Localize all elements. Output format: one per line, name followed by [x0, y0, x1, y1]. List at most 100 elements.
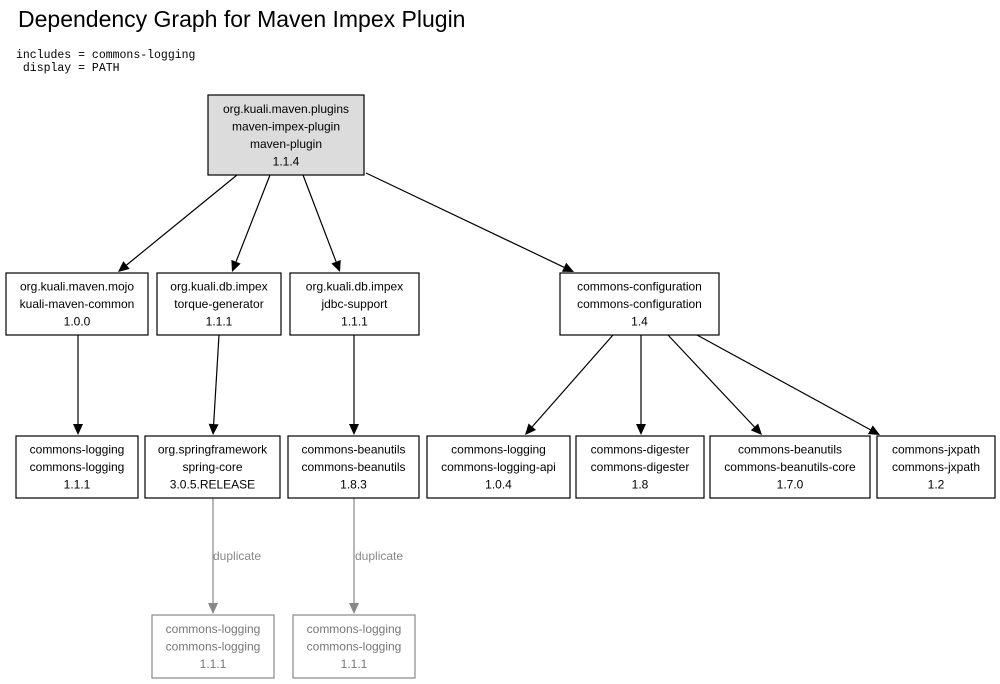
node-label-line: org.kuali.db.impex	[170, 280, 267, 294]
node-label-line: commons-beanutils	[301, 443, 405, 457]
node-cla: commons-logging commons-logging-api 1.0.4	[426, 435, 571, 499]
arrowhead	[331, 259, 341, 272]
node-cb: commons-beanutils commons-beanutils 1.8.3	[287, 435, 420, 499]
node-label-line: org.springframework	[158, 443, 268, 457]
node-box	[709, 435, 871, 499]
node-label-line: maven-plugin	[250, 137, 322, 151]
edge-cc-to-cla	[525, 334, 614, 435]
node-label-line: commons-jxpath	[892, 443, 980, 457]
arrowhead	[525, 423, 537, 435]
edge-line	[235, 174, 271, 262]
node-kmc: org.kuali.maven.mojo kuali-maven-common 1.…	[5, 272, 149, 336]
node-box	[15, 435, 139, 499]
node-label-line: org.kuali.maven.plugins	[223, 102, 349, 116]
edge-label: duplicate	[213, 549, 261, 563]
edge-root-to-cc	[365, 172, 574, 272]
node-label-line: 1.1.1	[200, 657, 227, 671]
node-label-line: commons-jxpath	[892, 460, 980, 474]
node-label-line: org.kuali.db.impex	[306, 280, 403, 294]
node-box	[144, 435, 281, 499]
page-title: Dependency Graph for Maven Impex Plugin	[18, 6, 466, 32]
node-box	[207, 94, 365, 176]
node-box	[287, 435, 420, 499]
node-dup2: commons-logging commons-logging 1.1.1	[292, 614, 416, 679]
node-label-line: commons-beanutils	[738, 443, 842, 457]
edge-cc-to-cj	[696, 334, 880, 435]
edge-label: duplicate	[355, 549, 403, 563]
node-label-line: commons-beanutils-core	[724, 460, 856, 474]
node-label-line: org.kuali.maven.mojo	[20, 280, 134, 294]
node-label-line: kuali-maven-common	[20, 297, 135, 311]
node-box	[575, 435, 705, 499]
node-box	[559, 272, 720, 336]
edge-line	[302, 174, 337, 262]
arrowhead	[636, 424, 646, 435]
node-label-line: 1.2	[928, 478, 945, 492]
edge-root-to-jdbc	[302, 174, 341, 272]
node-label-line: commons-logging-api	[441, 460, 556, 474]
arrowhead	[231, 259, 241, 272]
node-root: org.kuali.maven.pluginsmaven-impex-plugi…	[207, 94, 365, 176]
arrowhead	[349, 603, 359, 614]
node-box	[426, 435, 571, 499]
arrowhead	[750, 423, 762, 435]
node-label-line: 1.8	[632, 478, 649, 492]
edge-cc-to-cbc	[667, 334, 762, 435]
node-spring: org.springframework spring-core 3.0.5.RELE…	[144, 435, 281, 499]
node-tg: org.kuali.db.impex torque-generator 1.1.1	[156, 272, 282, 336]
node-label-line: spring-core	[182, 460, 242, 474]
node-label-line: commons-logging	[166, 622, 261, 636]
param-display: display = PATH	[16, 62, 120, 75]
node-label-line: commons-logging	[30, 443, 125, 457]
arrowhead	[867, 425, 880, 435]
node-label-line: 1.0.0	[64, 315, 91, 329]
node-cj: commons-jxpath commons-jxpath 1.2	[876, 435, 996, 499]
node-label-line: 1.1.4	[273, 154, 300, 168]
edge-line	[365, 172, 565, 268]
node-label-line: 1.8.3	[340, 478, 367, 492]
node-box	[156, 272, 282, 336]
node-box	[292, 614, 416, 679]
node-box	[876, 435, 996, 499]
node-label-line: commons-configuration	[577, 280, 702, 294]
node-label-line: 1.1.1	[341, 315, 368, 329]
node-label-line: 1.1.1	[206, 315, 233, 329]
node-label-line: 3.0.5.RELEASE	[170, 478, 255, 492]
edge-cb-to-dup2: duplicate	[349, 498, 403, 614]
node-label-line: commons-beanutils	[301, 460, 405, 474]
arrowhead	[208, 603, 218, 614]
node-label-line: commons-digester	[591, 443, 690, 457]
node-cc: commons-configuration commons-configurati…	[559, 272, 720, 336]
edge-line	[696, 334, 871, 431]
arrowhead	[349, 424, 359, 435]
node-cbc: commons-beanutils commons-beanutils-core 1…	[709, 435, 871, 499]
edge-cc-to-cd	[636, 335, 646, 435]
edge-line	[126, 174, 238, 266]
node-label-line: 1.1.1	[64, 478, 91, 492]
node-label-line: commons-logging	[307, 622, 402, 636]
node-box	[289, 272, 420, 336]
node-label-line: torque-generator	[174, 297, 263, 311]
node-label-line: 1.7.0	[777, 478, 804, 492]
arrowhead	[118, 261, 130, 272]
node-label-line: 1.4	[631, 315, 648, 329]
node-label-line: 1.0.4	[485, 478, 512, 492]
node-label-line: commons-configuration	[577, 297, 702, 311]
edge-root-to-tg	[231, 174, 271, 272]
edge-root-to-kmc	[118, 174, 238, 272]
node-label-line: jdbc-support	[320, 297, 388, 311]
node-label-line: 1.1.1	[341, 657, 368, 671]
node-label-line: commons-logging	[307, 640, 402, 654]
arrowhead	[561, 262, 574, 272]
graph-parameters: includes = commons-logging display = PAT…	[16, 49, 195, 75]
node-box	[5, 272, 149, 336]
node-label-line: commons-logging	[451, 443, 546, 457]
param-includes: includes = commons-logging	[16, 49, 196, 62]
arrowhead	[73, 424, 83, 435]
edge-line	[213, 334, 220, 425]
edge-line	[531, 334, 614, 428]
